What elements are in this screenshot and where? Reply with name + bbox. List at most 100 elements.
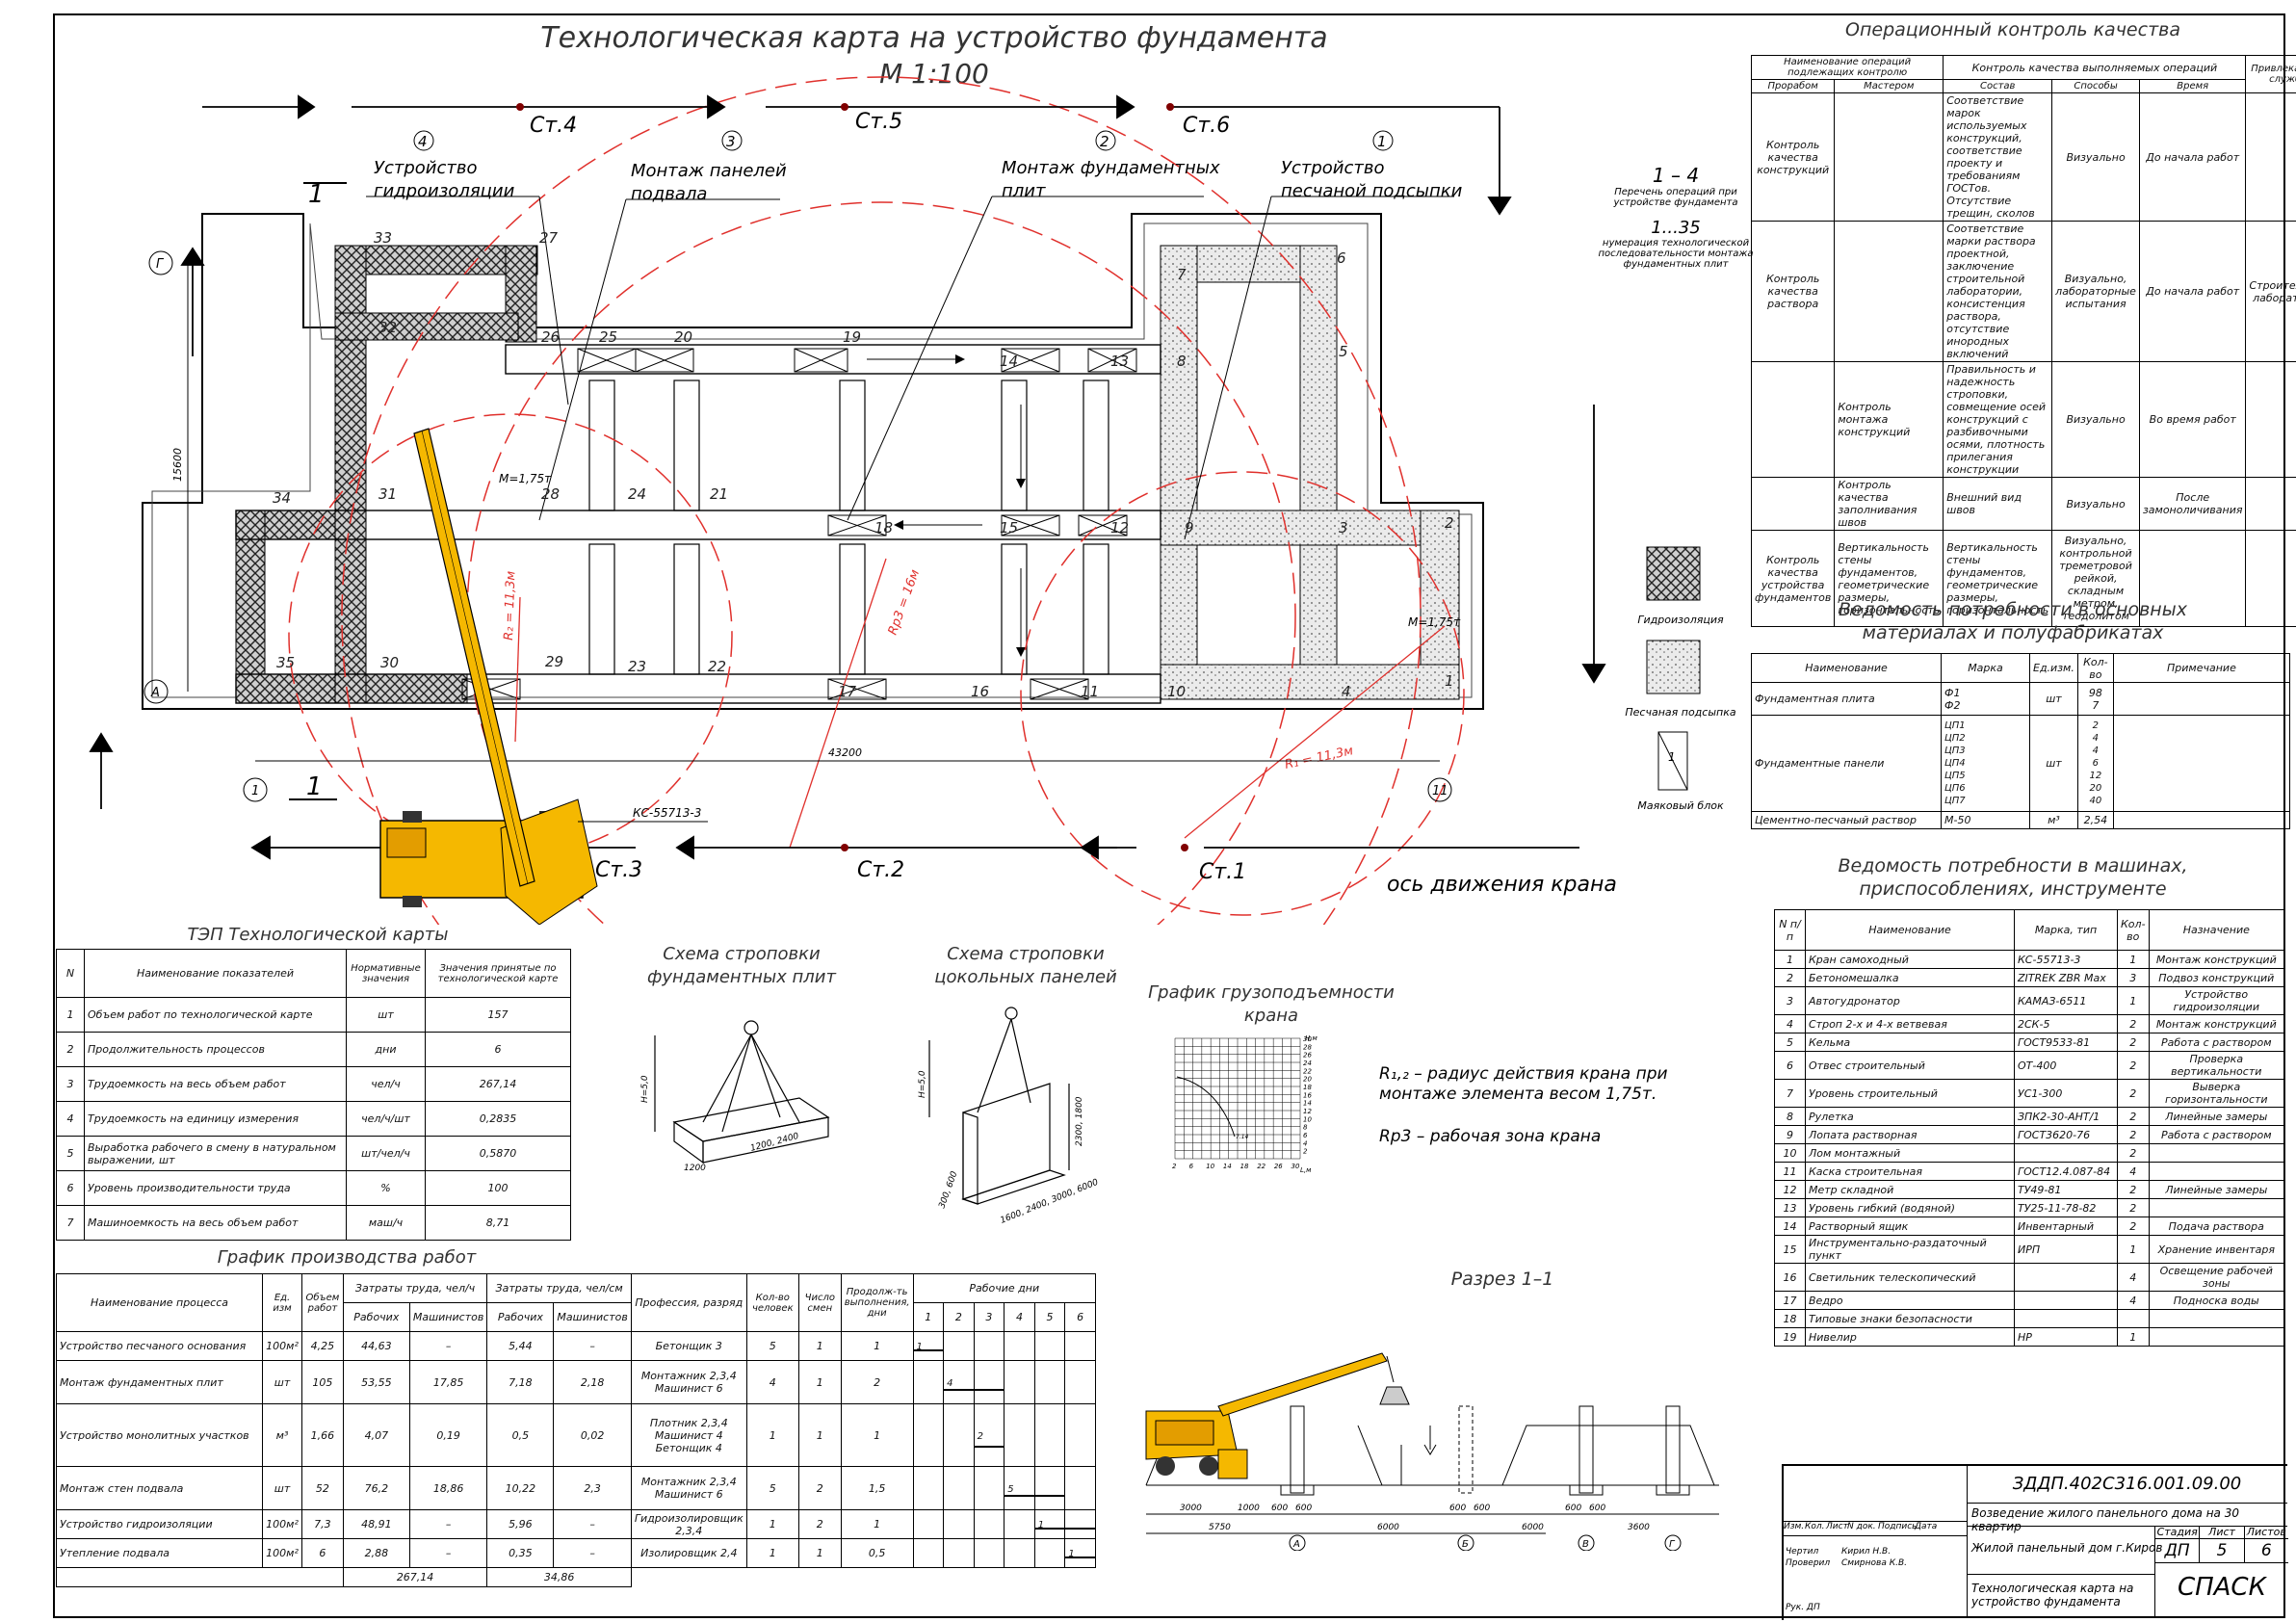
- svg-text:Н=5,0: Н=5,0: [918, 1070, 927, 1098]
- th-master: Мастером: [1834, 79, 1944, 93]
- machine-cell: 2: [2117, 1079, 2150, 1108]
- th-services: Привлекаемые службы: [2245, 55, 2296, 93]
- machines-table: N п/п Наименование Марка, тип Кол-во Наз…: [1774, 909, 2285, 1347]
- schedule-cell: 1: [745, 1538, 799, 1568]
- machine-cell: Строп 2-х и 4-х ветвевая: [1805, 1014, 2015, 1033]
- machine-cell: Выверка горизонтальности: [2148, 1079, 2285, 1108]
- qc-cell: [1834, 92, 1944, 222]
- stage-head: Лист: [2200, 1526, 2245, 1538]
- element-num: 3: [1339, 519, 1348, 536]
- schedule-cell: 1: [797, 1331, 842, 1361]
- th-tep-value: Значения принятые по технологической кар…: [425, 949, 571, 998]
- schedule-day-cell: [1064, 1403, 1096, 1467]
- schedule-cell: Гидроизолировщик 2,3,4: [630, 1509, 747, 1539]
- schedule-bar: [974, 1445, 1004, 1448]
- qc-cell: Визуально, контрольной треметровой рейко…: [2051, 530, 2140, 627]
- slab-sling-diagram: Н=5,0 1200, 2400 1200: [640, 1020, 830, 1173]
- capacity-y-tick: 2: [1303, 1148, 1308, 1156]
- machine-cell: КАМАЗ-6511: [2014, 986, 2118, 1015]
- section-axis: Г: [1669, 1539, 1676, 1550]
- qc-cell: До начала работ: [2138, 92, 2247, 222]
- schedule-bar: [1034, 1494, 1065, 1497]
- title-block-left: Изм. Кол. Лист N док. Подпись Дата Черти…: [1784, 1466, 1968, 1618]
- stamp-role: Рук. ДП: [1786, 1603, 1820, 1612]
- schedule-day-cell: 1: [912, 1331, 945, 1361]
- machine-cell: [2148, 1198, 2285, 1217]
- schedule-cell: 2: [840, 1360, 914, 1404]
- th-mat-qty: Кол-во: [2076, 653, 2114, 683]
- th-day: 3: [973, 1302, 1005, 1332]
- schedule-cell: Монтажник 2,3,4 Машинист 6: [630, 1466, 747, 1510]
- machine-cell: Подача раствора: [2148, 1216, 2285, 1236]
- materials-table: Наименование Марка Ед.изм. Кол-во Примеч…: [1751, 653, 2291, 829]
- mat-cell: Цементно-песчаный раствор: [1751, 811, 1942, 829]
- schedule-cell: 5,44: [486, 1331, 555, 1361]
- capacity-y-tick: 24: [1303, 1060, 1312, 1067]
- tep-cell: 157: [425, 997, 571, 1033]
- tep-cell: 5: [56, 1136, 85, 1171]
- schedule-day-cell: [1033, 1331, 1066, 1361]
- radius-label-rp3: Rр3 = 16м: [886, 567, 923, 637]
- mass-label: М=1,75т: [1408, 615, 1461, 629]
- schedule-day-cell: [1064, 1360, 1096, 1404]
- machine-cell: 1: [2117, 1327, 2150, 1347]
- note-r12b: монтаже элемента весом 1,75т.: [1379, 1085, 1657, 1104]
- element-num: 21: [710, 485, 728, 503]
- stamp-col-head: N док.: [1847, 1522, 1876, 1531]
- element-num: 33: [374, 229, 392, 247]
- schedule-day-cell: [1004, 1509, 1035, 1539]
- th-duration: Продолж-ть выполнения, дни: [840, 1273, 914, 1332]
- schedule-day-cell: [912, 1509, 945, 1539]
- panel-scheme-title-2: цокольных панелей: [934, 967, 1117, 987]
- capacity-y-tick: 12: [1303, 1108, 1312, 1115]
- machine-cell: ТУ49-81: [2014, 1180, 2118, 1199]
- capacity-x-label: L,м: [1300, 1166, 1312, 1174]
- machine-cell: Уровень гибкий (водяной): [1805, 1198, 2015, 1217]
- outline-outer: [142, 213, 1484, 710]
- capacity-x-tick: 30: [1292, 1163, 1300, 1170]
- th-shifts: Число смен: [797, 1273, 842, 1332]
- element-num: 5: [1339, 343, 1348, 360]
- machine-cell: 2СК-5: [2014, 1014, 2118, 1033]
- machine-cell: Кельма: [1805, 1033, 2015, 1052]
- machine-cell: Кран самоходный: [1805, 950, 2015, 969]
- machine-cell: Устройство гидроизоляции: [2148, 986, 2285, 1015]
- slab-scheme-title: Схема строповки: [663, 944, 821, 964]
- schedule-cell: 0,5: [840, 1538, 914, 1568]
- machine-cell: 1: [2117, 1235, 2150, 1264]
- stamp-col-head: Изм.: [1784, 1522, 1805, 1531]
- crane-model-label: КС-55713-3: [633, 806, 701, 820]
- th-unit: Ед. изм: [262, 1273, 302, 1332]
- capacity-title: График грузоподъемности: [1148, 982, 1395, 1003]
- section-axis: А: [1292, 1539, 1300, 1550]
- svg-text:1200, 2400: 1200, 2400: [749, 1132, 800, 1154]
- schedule-day-cell: [912, 1403, 945, 1467]
- stamp-role: Чертил: [1786, 1547, 1819, 1557]
- mat-cell: шт: [2029, 715, 2078, 812]
- schedule-cell: 100м²: [262, 1331, 302, 1361]
- qc-cell: Во время работ: [2138, 361, 2247, 478]
- machine-cell: 2: [2117, 1033, 2150, 1052]
- stamp-col-head: Кол.: [1805, 1522, 1825, 1531]
- legend-swatches: 1: [1646, 546, 1701, 791]
- tep-cell: чел/ч: [346, 1066, 426, 1102]
- schedule-cell: Бетонщик 3: [630, 1331, 747, 1361]
- machine-cell: ЗПК2-30-АНТ/1: [2014, 1107, 2118, 1126]
- schedule-day-cell: [973, 1360, 1005, 1404]
- machine-cell: [2117, 1309, 2150, 1328]
- machine-cell: 11: [1774, 1162, 1806, 1181]
- title-block: Изм. Кол. Лист N док. Подпись Дата Черти…: [1782, 1464, 2288, 1620]
- mat-cell: [2112, 715, 2291, 812]
- machine-cell: Автогудронатор: [1805, 986, 2015, 1015]
- op-label-4a: Устройство: [374, 158, 478, 178]
- section-mark: 1: [306, 772, 323, 801]
- machine-cell: ZITREK ZBR Max: [2014, 968, 2118, 987]
- schedule-day-cell: [943, 1466, 975, 1510]
- machine-cell: 19: [1774, 1327, 1806, 1347]
- schedule-cell: 1: [797, 1403, 842, 1467]
- th-mach-n: N п/п: [1774, 909, 1806, 951]
